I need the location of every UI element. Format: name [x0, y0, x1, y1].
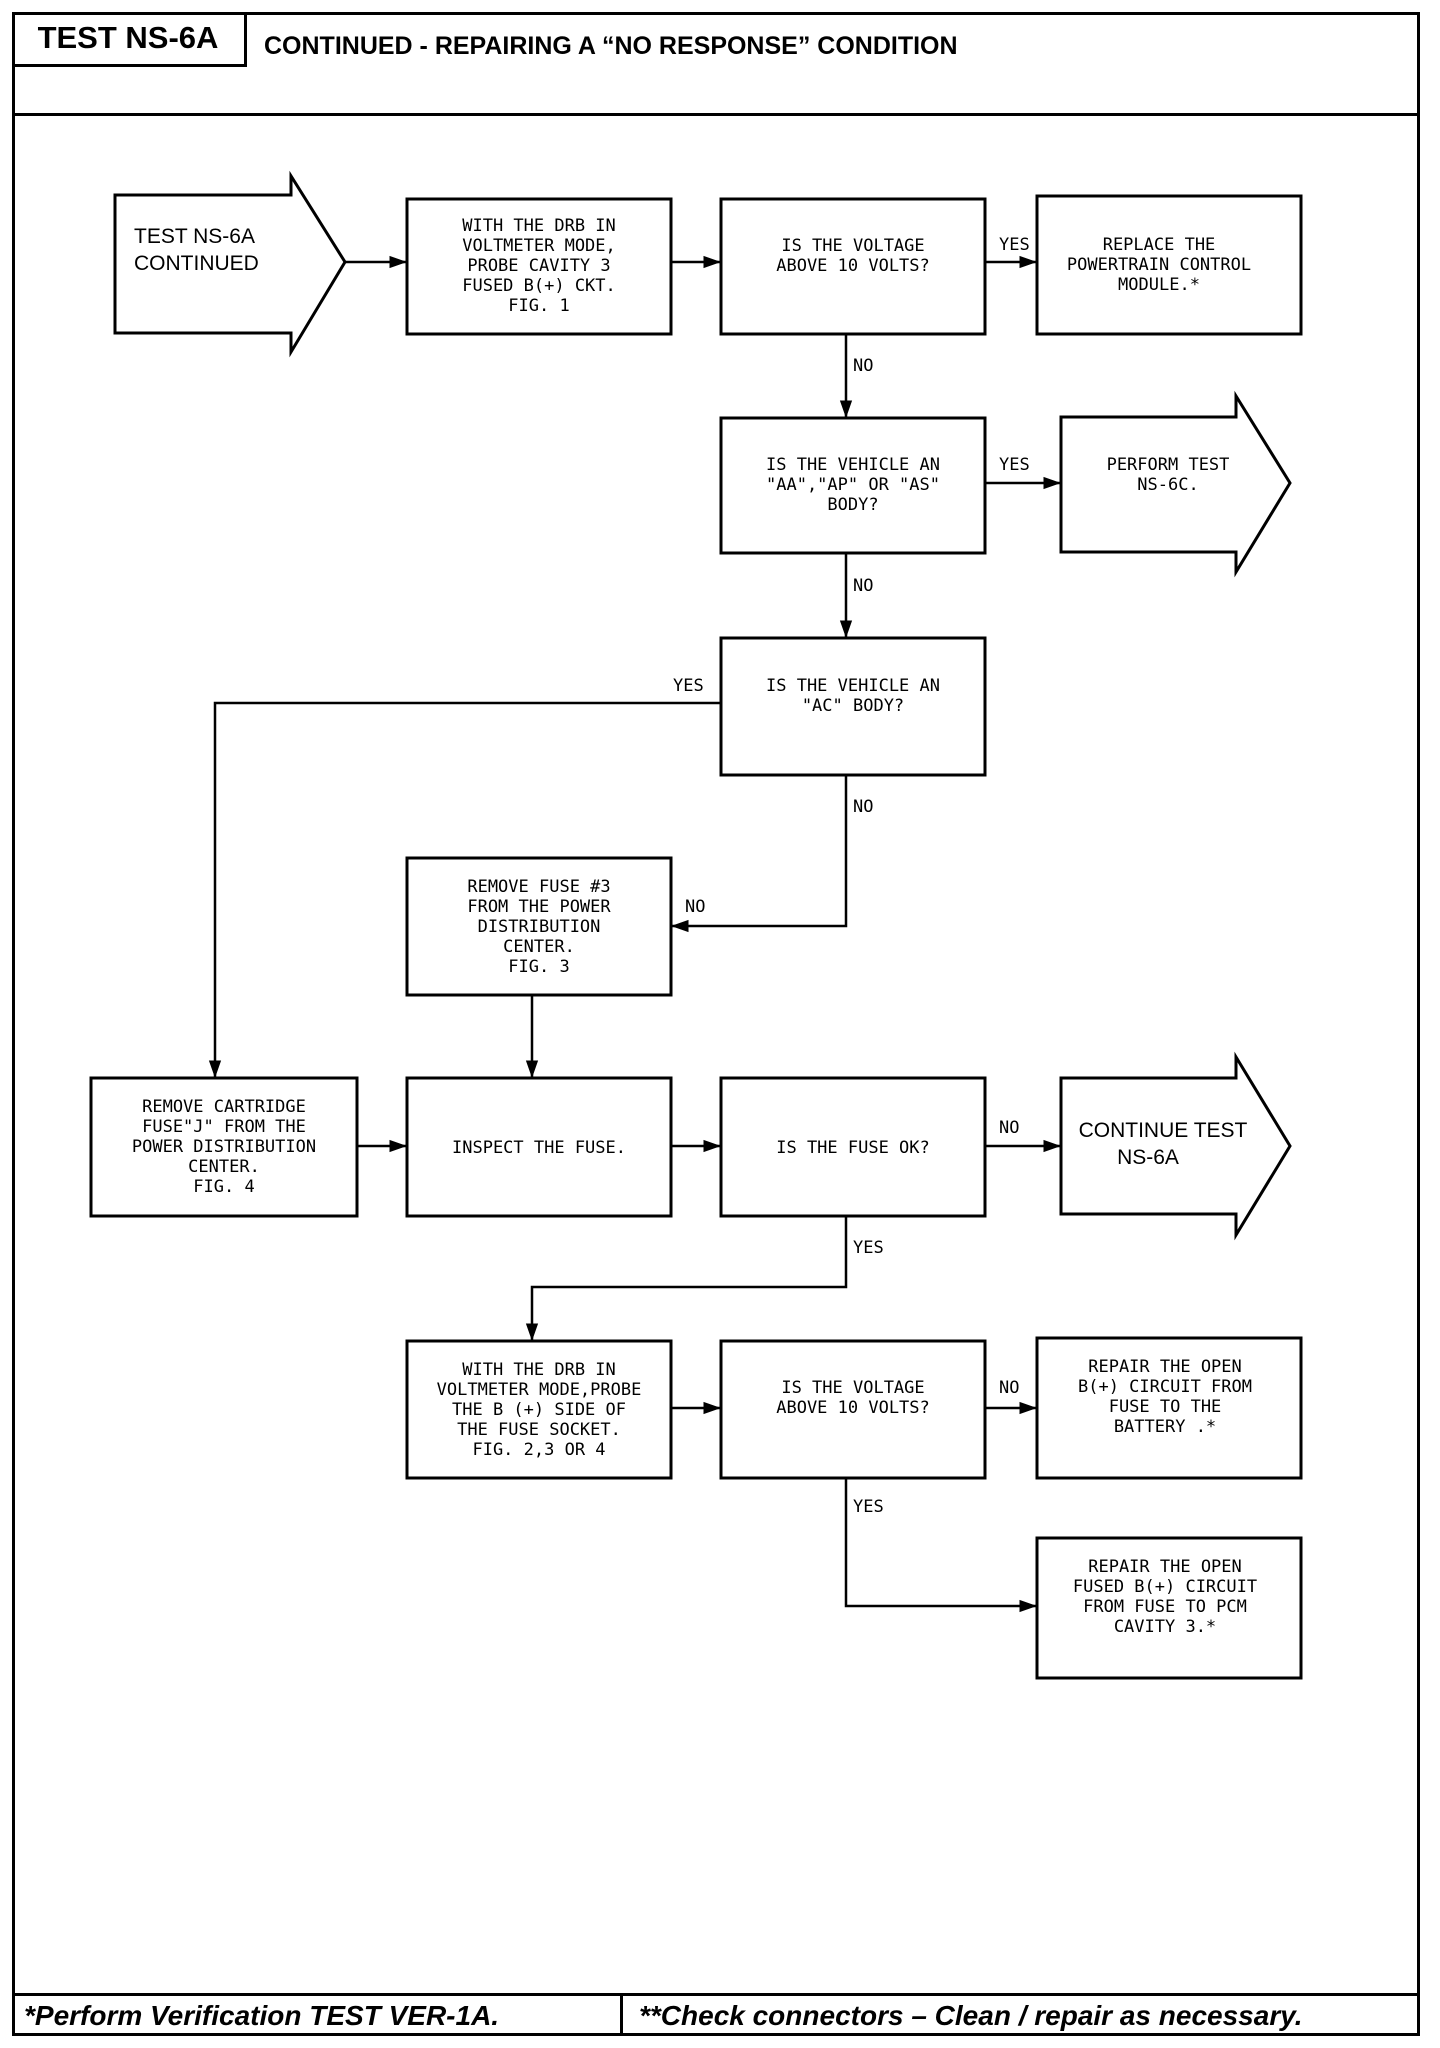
continue-ns6a-arrow	[1059, 1051, 1292, 1241]
edge-ok-yes	[525, 1216, 848, 1341]
edge-ac-no	[671, 775, 848, 933]
test-id: TEST NS-6A	[37, 20, 219, 55]
start-arrow	[113, 170, 347, 358]
label-ac-no: NO	[853, 797, 873, 817]
label-q1-yes: YES	[999, 235, 1030, 255]
perform-ns6c-arrow	[1059, 390, 1292, 578]
label-q1-no: NO	[853, 356, 873, 376]
fuse-ok-q-box	[719, 1076, 987, 1218]
probe-socket-box	[405, 1339, 673, 1480]
body-ac-q-box	[719, 636, 987, 777]
body-aa-q-text: IS THE VEHICLE AN"AA","AP" OR "AS"BODY?	[766, 455, 940, 515]
label-fuse3-no: NO	[685, 897, 705, 917]
label-q2-yes: YES	[853, 1497, 884, 1517]
edge-q2-yes	[844, 1478, 1037, 1613]
label-ok-no: NO	[999, 1118, 1019, 1138]
remove-fuse-j-box	[89, 1076, 359, 1218]
footer-note-connectors: **Check connectors – Clean / repair as n…	[639, 2000, 1303, 2031]
fuse-ok-q-text: IS THE FUSE OK?	[776, 1138, 930, 1158]
label-ok-yes: YES	[853, 1238, 884, 1258]
voltage-q1-box	[719, 197, 987, 336]
footer-divider	[620, 1996, 623, 2036]
page-header: TEST NS-6A CONTINUED - REPAIRING A “NO R…	[12, 12, 1420, 116]
probe-cavity3-box	[405, 197, 673, 336]
label-ac-yes: YES	[673, 676, 704, 696]
test-id-box: TEST NS-6A	[12, 12, 247, 67]
footer-note-verification: *Perform Verification TEST VER-1A.	[24, 2000, 500, 2031]
label-q2-no: NO	[999, 1378, 1019, 1398]
label-aa-no: NO	[853, 576, 873, 596]
edge-ac-yes	[208, 701, 721, 1078]
page-footer: *Perform Verification TEST VER-1A. **Che…	[12, 1993, 1420, 2036]
page-title: CONTINUED - REPAIRING A “NO RESPONSE” CO…	[264, 32, 958, 60]
replace-pcm-box	[1035, 194, 1303, 336]
inspect-fuse-text: INSPECT THE FUSE.	[452, 1138, 626, 1158]
label-aa-yes: YES	[999, 455, 1030, 475]
voltage-q2-box	[719, 1339, 987, 1480]
repair-bplus-box	[1035, 1336, 1303, 1480]
body-aa-q-box	[719, 416, 987, 555]
body-ac-q-text: IS THE VEHICLE AN"AC" BODY?	[766, 676, 940, 716]
repair-fused-box	[1035, 1536, 1303, 1680]
page-frame	[12, 12, 1420, 2036]
